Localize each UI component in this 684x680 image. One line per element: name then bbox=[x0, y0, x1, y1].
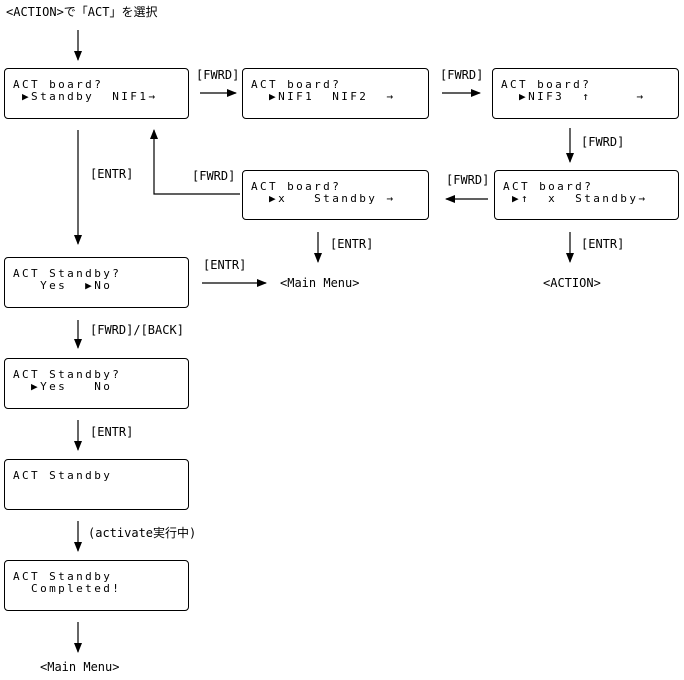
lcd-line-1: ACT board? bbox=[501, 78, 592, 91]
lcd-line-2: Yes ▶No bbox=[13, 279, 113, 292]
key-label-entr: [ENTR] bbox=[330, 237, 374, 251]
lcd-line-2: ▶NIF1 NIF2 → bbox=[251, 90, 396, 103]
lcd-line-1: ACT board? bbox=[251, 78, 342, 91]
arrow-s4-to-s1 bbox=[150, 129, 240, 195]
key-label-entr: [ENTR] bbox=[581, 237, 625, 251]
destination-action: <ACTION> bbox=[543, 276, 601, 290]
key-label-fwrd: [FWRD] bbox=[446, 173, 490, 187]
destination-main-menu: <Main Menu> bbox=[280, 276, 360, 290]
lcd-line-2: ▶NIF3 ↑ → bbox=[501, 90, 646, 103]
lcd-line-1: ACT board? bbox=[251, 180, 342, 193]
key-label-fwrd-back: [FWRD]/[BACK] bbox=[90, 323, 184, 337]
lcd-line-1: ACT board? bbox=[13, 78, 104, 91]
lcd-line-2: Completed! bbox=[13, 582, 122, 595]
key-label-fwrd: [FWRD] bbox=[192, 169, 236, 183]
lcd-screen-act-board-x: ACT board? ▶x Standby → bbox=[242, 170, 429, 220]
lcd-line-1: ACT Standby bbox=[13, 570, 113, 583]
activate-label: (activate実行中) bbox=[88, 526, 197, 540]
lcd-line-1: ACT Standby? bbox=[13, 368, 122, 381]
key-label-fwrd: [FWRD] bbox=[581, 135, 625, 149]
lcd-line-1: ACT board? bbox=[503, 180, 594, 193]
lcd-line-2: ▶Standby NIF1→ bbox=[13, 90, 158, 103]
lcd-screen-act-board-nif3: ACT board? ▶NIF3 ↑ → bbox=[492, 68, 679, 119]
header-label: <ACTION>で「ACT」を選択 bbox=[6, 5, 158, 19]
lcd-line-1: ACT Standby bbox=[13, 469, 113, 482]
lcd-line-2: ▶Yes No bbox=[13, 380, 113, 393]
lcd-screen-act-board-nif1: ACT board? ▶NIF1 NIF2 → bbox=[242, 68, 429, 119]
lcd-screen-act-standby: ACT Standby bbox=[4, 459, 189, 510]
key-label-entr: [ENTR] bbox=[90, 425, 134, 439]
lcd-screen-act-standby-no: ACT Standby? Yes ▶No bbox=[4, 257, 189, 308]
key-label-fwrd: [FWRD] bbox=[196, 68, 240, 82]
lcd-line-2: ▶x Standby → bbox=[251, 192, 396, 205]
lcd-line-2: ▶↑ x Standby→ bbox=[503, 192, 648, 205]
lcd-screen-act-standby-yes: ACT Standby? ▶Yes No bbox=[4, 358, 189, 409]
key-label-entr: [ENTR] bbox=[90, 167, 134, 181]
lcd-screen-act-board-up: ACT board? ▶↑ x Standby→ bbox=[494, 170, 679, 220]
destination-main-menu: <Main Menu> bbox=[40, 660, 120, 674]
lcd-screen-act-standby-completed: ACT Standby Completed! bbox=[4, 560, 189, 611]
lcd-line-1: ACT Standby? bbox=[13, 267, 122, 280]
key-label-entr: [ENTR] bbox=[203, 258, 247, 272]
key-label-fwrd: [FWRD] bbox=[440, 68, 484, 82]
lcd-screen-act-board-standby: ACT board? ▶Standby NIF1→ bbox=[4, 68, 189, 119]
